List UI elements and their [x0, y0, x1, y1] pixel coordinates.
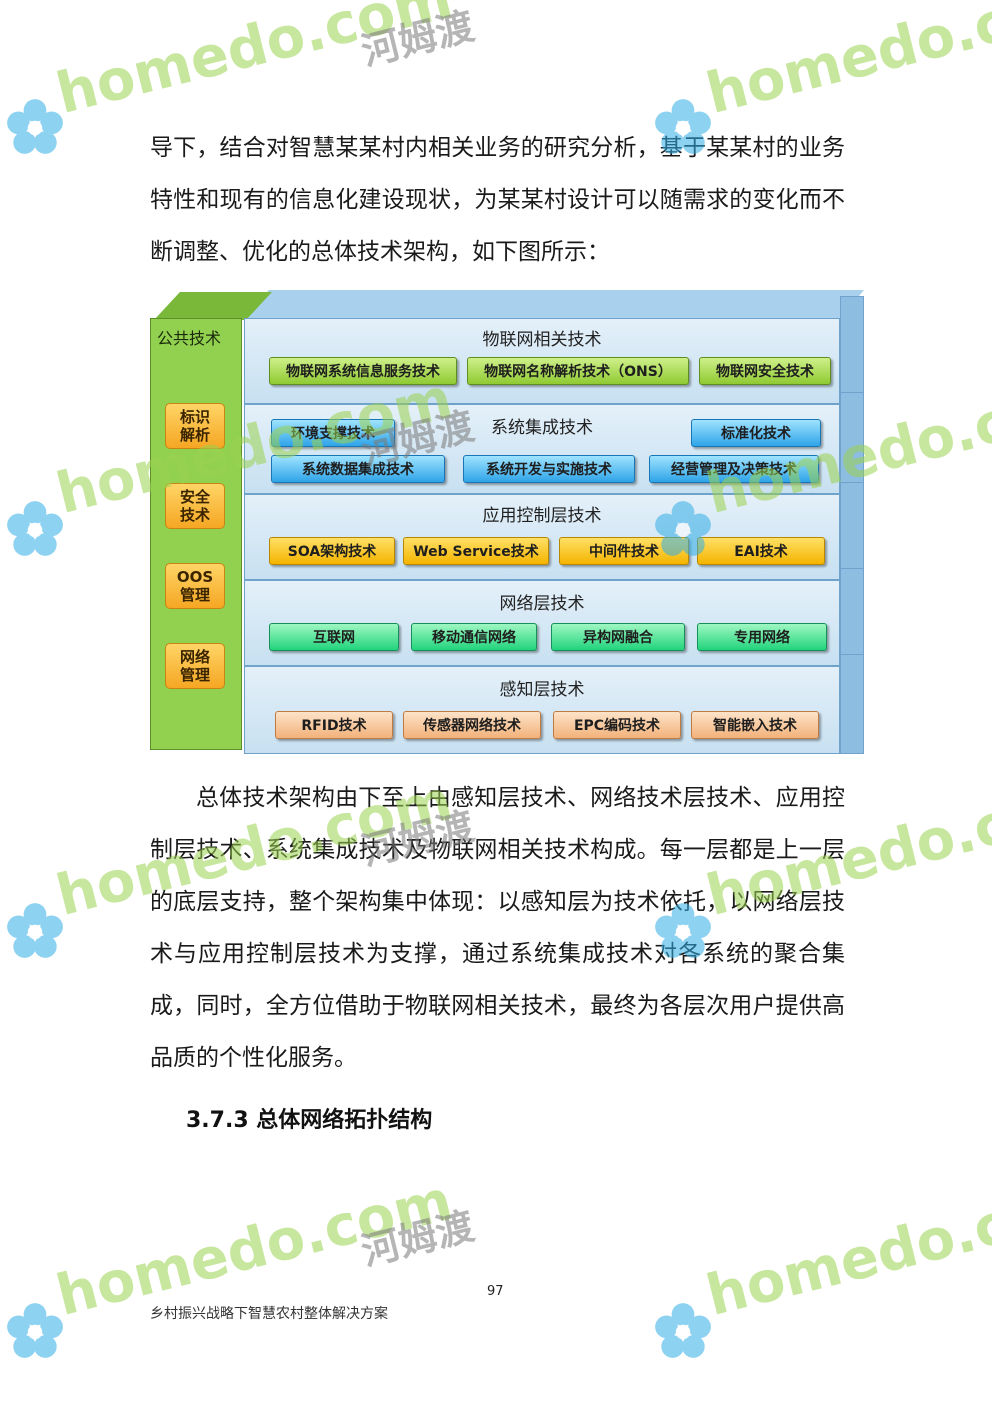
watermark-cn: 河姆渡	[357, 3, 479, 75]
mobile-network-box: 移动通信网络	[411, 623, 537, 651]
public-tech-badge-id-resolution: 标识 解析	[165, 403, 225, 449]
public-tech-badge-security: 安全 技术	[165, 483, 225, 529]
layer-iot-title: 物联网相关技术	[482, 330, 602, 350]
watermark-text: homedo.com	[700, 1168, 992, 1329]
watermark-cn: 河姆渡	[357, 1203, 479, 1275]
internet-box: 互联网	[269, 623, 399, 651]
layer-network: 网络层技术 互联网 移动通信网络 异构网融合 专用网络	[244, 580, 840, 666]
public-tech-badge-oos: OOS 管理	[165, 563, 225, 609]
management-decision-box: 经营管理及决策技术	[649, 455, 819, 483]
dev-implementation-box: 系统开发与实施技术	[463, 455, 635, 483]
iot-ons-box: 物联网名称解析技术（ONS）	[467, 357, 689, 385]
webservice-box: Web Service技术	[403, 537, 549, 565]
iot-info-service-box: 物联网系统信息服务技术	[269, 357, 457, 385]
layer-perception-side	[840, 654, 864, 754]
standardization-box: 标准化技术	[691, 419, 821, 447]
flower-icon	[655, 1303, 711, 1358]
layer-app-control-title: 应用控制层技术	[482, 506, 602, 526]
heterogeneous-network-box: 异构网融合	[551, 623, 685, 651]
architecture-diagram: 公共技术 标识 解析 安全 技术 OOS 管理 网络 管理 物联网相关技术 物联…	[150, 290, 870, 760]
watermark-text: homedo.com	[700, 0, 992, 127]
layer-network-title: 网络层技术	[499, 594, 585, 614]
layer-iot-side	[840, 296, 864, 404]
body-paragraph-2: 总体技术架构由下至上由感知层技术、网络技术层技术、应用控制层技术、系统集成技术及…	[150, 785, 845, 1071]
footer-title: 乡村振兴战略下智慧农村整体解决方案	[150, 1306, 388, 1322]
layer-integration-title: 系统集成技术	[491, 418, 593, 438]
flower-icon	[7, 903, 63, 958]
env-support-box: 环境支撑技术	[271, 419, 395, 447]
flower-icon	[7, 501, 63, 556]
public-tech-badge-network-mgmt: 网络 管理	[165, 643, 225, 689]
layer-perception-title: 感知层技术	[499, 680, 585, 700]
data-integration-box: 系统数据集成技术	[271, 455, 445, 483]
middleware-box: 中间件技术	[559, 537, 689, 565]
section-heading: 3.7.3 总体网络拓扑结构	[186, 1108, 433, 1133]
flower-icon	[7, 1303, 63, 1358]
page-number: 97	[487, 1284, 504, 1299]
eai-box: EAI技术	[697, 537, 825, 565]
flower-icon	[7, 99, 63, 154]
embedded-intelligence-box: 智能嵌入技术	[691, 711, 819, 739]
sensor-network-box: 传感器网络技术	[403, 711, 541, 739]
layer-app-control: 应用控制层技术 SOA架构技术 Web Service技术 中间件技术 EAI技…	[244, 494, 840, 580]
epc-encoding-box: EPC编码技术	[553, 711, 681, 739]
layer-app-control-side	[840, 482, 864, 580]
layer-integration: 系统集成技术 环境支撑技术 标准化技术 系统数据集成技术 系统开发与实施技术 经…	[244, 404, 840, 494]
layer-integration-side	[840, 392, 864, 494]
layer-perception: 感知层技术 RFID技术 传感器网络技术 EPC编码技术 智能嵌入技术	[244, 666, 840, 754]
iot-security-box: 物联网安全技术	[699, 357, 831, 385]
public-tech-column: 公共技术 标识 解析 安全 技术 OOS 管理 网络 管理	[150, 318, 242, 750]
rfid-box: RFID技术	[275, 711, 393, 739]
watermark-text: homedo.com	[50, 0, 459, 127]
private-network-box: 专用网络	[697, 623, 827, 651]
public-tech-title: 公共技术	[157, 329, 222, 348]
layer-iot: 物联网相关技术 物联网系统信息服务技术 物联网名称解析技术（ONS） 物联网安全…	[244, 318, 840, 404]
layer-network-side	[840, 568, 864, 666]
soa-box: SOA架构技术	[269, 537, 395, 565]
body-paragraph-1: 导下，结合对智慧某某村内相关业务的研究分析，基于某某村的业务特性和现有的信息化建…	[150, 135, 845, 265]
diagram-top-cap	[244, 290, 864, 320]
